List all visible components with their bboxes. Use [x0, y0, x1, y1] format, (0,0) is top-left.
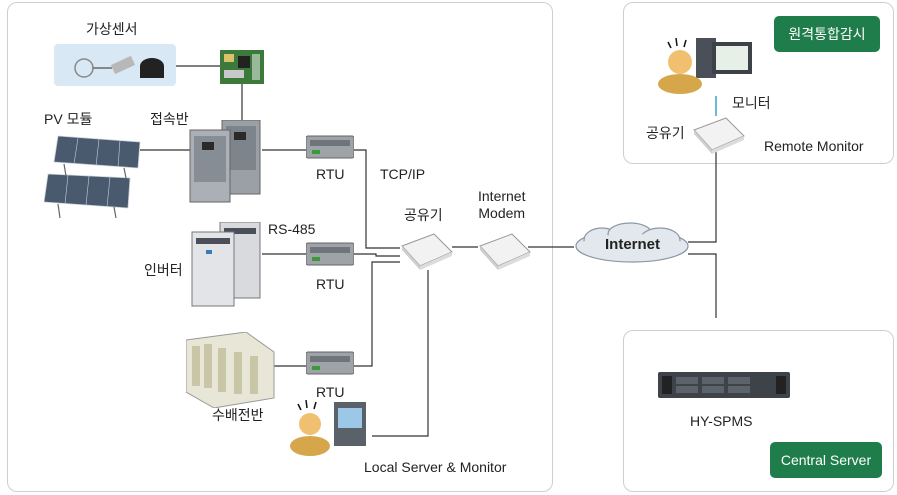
switchboard: [185, 331, 276, 409]
internet-label: Internet: [605, 236, 661, 253]
remote-router: [690, 116, 746, 154]
rtu-label-1: RTU: [316, 166, 345, 182]
switchboard-label: 수배전반: [212, 407, 264, 423]
controller-board: [220, 50, 264, 84]
rtu-label-2: RTU: [316, 276, 345, 292]
inverter: [190, 221, 264, 308]
rtu-device-1: [305, 134, 355, 160]
remote-monitoring-badge: 원격통합감시: [774, 16, 880, 52]
junction-box-label: 접속반: [150, 111, 189, 127]
internet-modem-label: Internet Modem: [478, 188, 526, 221]
local-server-monitor-label: Local Server & Monitor: [364, 459, 507, 475]
internet-modem: [476, 232, 532, 270]
pv-module-label: PV 모듈: [44, 111, 93, 127]
virtual-sensor-label: 가상센서: [86, 21, 138, 37]
rs485-label: RS-485: [268, 221, 316, 237]
local-router: [398, 232, 454, 270]
central-server-badge: Central Server: [770, 442, 882, 478]
internet-cloud: [572, 222, 692, 268]
rtu-device-3: [305, 350, 355, 376]
tcp-ip-label: TCP/IP: [380, 166, 426, 182]
rtu-device-2: [305, 241, 355, 267]
virtual-sensor-group: [54, 44, 176, 86]
local-router-label: 공유기: [404, 207, 443, 223]
rtu-label-3: RTU: [316, 384, 345, 400]
remote-router-label: 공유기: [646, 125, 685, 141]
junction-box: [188, 119, 264, 204]
central-server-rack: [658, 372, 790, 400]
pv-module-array: [43, 132, 144, 220]
monitor-label: 모니터: [732, 95, 771, 111]
remote-operator-icon: [656, 36, 756, 96]
hy-spms-label: HY-SPMS: [690, 413, 753, 429]
inverter-label: 인버터: [144, 262, 183, 278]
remote-monitor-label: Remote Monitor: [764, 138, 864, 154]
local-operator-icon: [288, 398, 374, 456]
